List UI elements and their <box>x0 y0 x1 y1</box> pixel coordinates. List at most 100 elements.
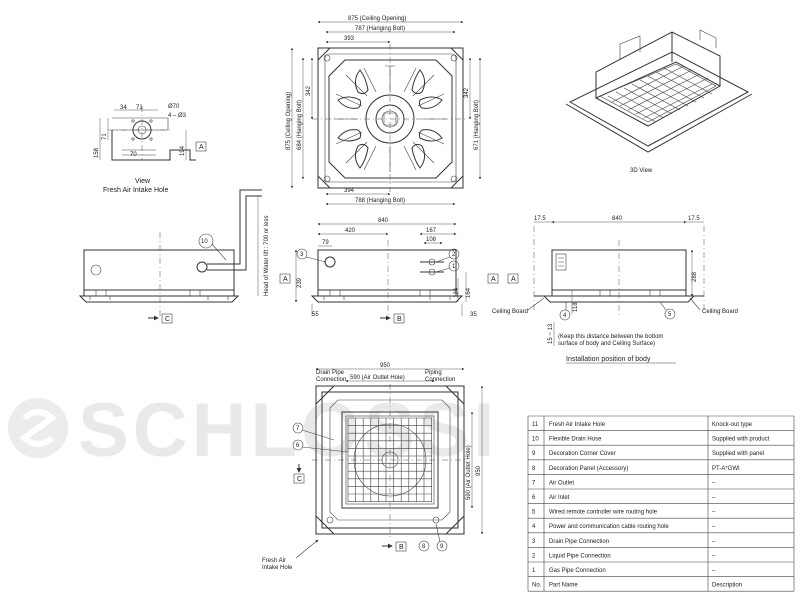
table-cell-name: Wired remote controller wire routing hol… <box>549 510 658 516</box>
table-cell-name: Gas Pipe Connection <box>549 568 606 574</box>
fresh-air-intake-hole-label: Fresh Air Intake Hole <box>103 187 168 194</box>
table-cell-desc: – <box>712 568 716 574</box>
dim-840-right: 840 <box>612 216 623 222</box>
dim-ceiling-opening-top: 875 (Ceiling Opening) <box>348 16 406 22</box>
dim-118: 118 <box>573 302 579 312</box>
dim-158: 158 <box>94 147 100 158</box>
table-cell-name: Air Inlet <box>549 495 570 501</box>
marker-b-center: B <box>397 316 402 323</box>
dim-194: 194 <box>180 145 186 156</box>
dim-288: 288 <box>692 271 698 282</box>
table-cell-name: Decoration Corner Cover <box>549 451 616 457</box>
dim-167: 167 <box>426 228 437 234</box>
dim-hanging-bolt-bottom: 788 (Hanging Bolt) <box>355 198 405 204</box>
table-cell-desc: PT-A*GWI <box>712 466 740 472</box>
fresh-air-label-2: Intake Hole <box>262 565 293 571</box>
3d-view: 3D View <box>565 29 753 174</box>
balloon-5: 5 <box>668 312 672 318</box>
table-cell-no: 2 <box>532 553 536 559</box>
table-header-no: No. <box>532 583 542 589</box>
balloon-3: 3 <box>300 252 304 258</box>
dim-950-right: 950 <box>476 465 482 476</box>
keep-distance-note-1: (Keep this distance between the bottom <box>558 334 663 340</box>
dim-342-left: 342 <box>306 85 312 96</box>
table-cell-no: 9 <box>532 451 536 457</box>
fresh-air-label-1: Fresh Air <box>262 558 286 564</box>
table-cell-desc: Supplied with panel <box>712 451 764 457</box>
table-cell-desc: – <box>712 480 716 486</box>
balloon-10: 10 <box>201 239 208 245</box>
table-cell-name: Drain Pipe Connection <box>549 539 609 545</box>
table-cell-desc: Knock-out type <box>712 422 753 428</box>
table-cell-desc: – <box>712 553 716 559</box>
balloon-6: 6 <box>296 443 300 449</box>
table-cell-no: 3 <box>532 539 536 545</box>
dim-108: 108 <box>426 237 437 243</box>
top-view: 875 (Ceiling Opening) 787 (Hanging Bolt)… <box>286 16 482 206</box>
dim-394: 394 <box>344 188 355 194</box>
dim-hanging-bolt-left: 684 (Hanging Bolt) <box>297 100 303 150</box>
table-cell-name: Decoration Panel (Accessory) <box>549 466 628 472</box>
table-cell-name: Fresh Air Intake Hole <box>549 422 606 428</box>
side-view-center: 840 420 167 108 79 239 124 164 55 35 3 <box>279 218 499 324</box>
marker-a-center-right: A <box>491 276 496 283</box>
piping-label-2: Connection <box>425 377 455 383</box>
keep-distance-note-2: surface of body and Ceiling Surface) <box>558 341 655 347</box>
bottom-view: 950 590 (Air Outlet Hole) Drain Pipe Con… <box>262 363 484 571</box>
dim-hanging-bolt-top: 787 (Hanging Bolt) <box>355 26 405 32</box>
table-cell-desc: – <box>712 524 716 530</box>
marker-a-right: A <box>511 276 516 283</box>
balloon-1: 1 <box>452 264 456 270</box>
dim-70: 70 <box>130 152 137 158</box>
balloon-2: 2 <box>452 252 456 258</box>
table-cell-no: 5 <box>532 510 536 516</box>
table-cell-no: 4 <box>532 524 536 530</box>
dim-342-right: 342 <box>464 87 470 98</box>
dim-71-top: 71 <box>136 105 143 111</box>
dim-17-5-left: 17.5 <box>534 216 546 222</box>
table-header-name: Part Name <box>549 583 578 589</box>
balloon-8: 8 <box>422 544 426 550</box>
table-cell-name: Flexible Drain Hose <box>549 437 602 443</box>
side-view-left: 10 Head of Water lift : 700 or less C <box>78 189 270 324</box>
balloon-7: 7 <box>296 426 300 432</box>
fresh-air-intake-view: 34 71 Ø70 4 – Ø3 70 71 158 194 A View Fr… <box>94 104 207 194</box>
dim-164: 164 <box>466 287 472 298</box>
dim-590-top: 590 (Air Outlet Hole) <box>350 375 405 381</box>
dim-79: 79 <box>322 240 329 246</box>
table-cell-no: 8 <box>532 466 536 472</box>
table-cell-no: 10 <box>532 437 539 443</box>
balloon-9: 9 <box>440 544 444 550</box>
view-label: View <box>135 178 151 185</box>
marker-b-bottom: B <box>399 544 404 551</box>
drain-pipe-label-1: Drain Pipe <box>316 370 345 376</box>
dim-4-dia3: 4 – Ø3 <box>168 113 187 119</box>
side-view-right: 17.5 840 17.5 288 118 15 ~ 13 4 5 Ceilin… <box>492 216 738 364</box>
marker-c-bottom: C <box>297 476 302 483</box>
marker-a-center-left: A <box>283 276 288 283</box>
dim-17-5-right: 17.5 <box>688 216 700 222</box>
table-cell-desc: – <box>712 539 716 545</box>
table-cell-no: 11 <box>532 422 539 428</box>
table-cell-no: 6 <box>532 495 536 501</box>
dim-950-top: 950 <box>380 363 391 369</box>
marker-a: A <box>199 144 204 151</box>
table-cell-desc: – <box>712 510 716 516</box>
dim-hanging-bolt-right: 671 (Hanging Bolt) <box>474 100 480 150</box>
table-cell-desc: – <box>712 495 716 501</box>
ceiling-board-left-label: Ceiling Board <box>492 309 528 315</box>
table-cell-desc: Supplied with product <box>712 437 770 443</box>
watermark-text: SCHLOSSI <box>78 388 499 473</box>
dim-239: 239 <box>297 277 303 288</box>
3d-view-label: 3D View <box>630 168 653 174</box>
dim-34: 34 <box>120 105 127 111</box>
dim-420: 420 <box>345 228 356 234</box>
dim-15-13: 15 ~ 13 <box>548 323 554 344</box>
balloon-4: 4 <box>563 313 567 319</box>
table-cell-name: Liquid Pipe Connection <box>549 553 611 559</box>
drain-pipe-label-2: Connection <box>316 377 346 383</box>
dim-dia70: Ø70 <box>168 104 180 110</box>
marker-c-left: C <box>165 316 170 323</box>
table-cell-no: 1 <box>532 568 536 574</box>
